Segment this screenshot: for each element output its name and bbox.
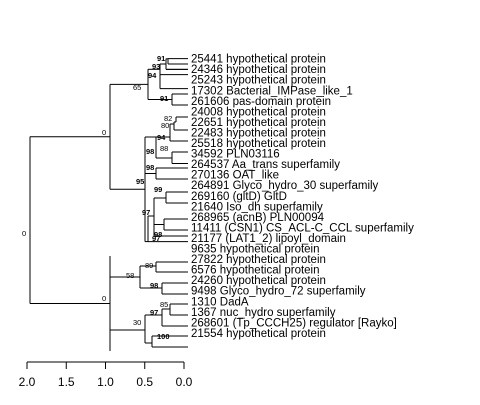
support-82: 82 xyxy=(164,114,172,123)
leaf-label: 24260 hypothetical protein xyxy=(191,275,326,287)
support-80: 80 xyxy=(161,121,169,130)
leaf-label: 22651 hypothetical protein xyxy=(191,117,326,129)
support-clade-b: 0 xyxy=(102,294,106,303)
leaf-label: 24008 hypothetical protein xyxy=(191,106,326,118)
leaf-label: 268601 (Tp_CCCH25) regulator [Rayko] xyxy=(191,317,397,329)
leaf-label: 6576 hypothetical protein xyxy=(191,265,320,277)
support-93: 93 xyxy=(152,62,160,71)
leaf-label: 11411 (CSN1) CS_ACL-C_CCL superfamily xyxy=(191,222,414,234)
leaf-label: 269160 (gltD) GltD xyxy=(191,191,287,203)
support-values: 0 0 65 94 93 91 91 95 98 94 80 82 88 98 … xyxy=(22,54,172,341)
support-65: 65 xyxy=(133,83,141,92)
support-97a: 97 xyxy=(142,208,150,217)
support-97b: 97 xyxy=(152,234,160,243)
support-85: 85 xyxy=(160,300,168,309)
support-99: 99 xyxy=(154,185,162,194)
support-root: 0 xyxy=(22,229,26,238)
leaf-label: 24346 hypothetical protein xyxy=(191,64,326,76)
tick-label-1-0: 1.0 xyxy=(97,375,114,389)
leaf-label: 268965 (acnB) PLN00094 xyxy=(191,212,325,224)
leaf-label: 34592 PLN03116 xyxy=(191,149,280,161)
support-30: 30 xyxy=(133,318,141,327)
distance-axis: 2.0 1.5 1.0 0.5 0.0 xyxy=(19,361,193,389)
support-95: 95 xyxy=(136,177,144,186)
leaf-label: 25441 hypothetical protein xyxy=(191,54,326,66)
support-94b: 94 xyxy=(157,133,166,142)
leaf-label: 1310 DadA xyxy=(191,296,249,308)
support-58: 58 xyxy=(126,271,134,280)
support-91a: 91 xyxy=(157,54,165,63)
leaf-label: 264891 Glyco_hydro_30 superfamily xyxy=(191,180,379,192)
support-98a: 98 xyxy=(146,147,154,156)
leaf-label: 25243 hypothetical protein xyxy=(191,75,326,87)
support-88: 88 xyxy=(160,144,168,153)
leaf-label: 270136 OAT_like xyxy=(191,170,279,182)
leaf-label: 21177 (LAT1_2) lipoyl_domain xyxy=(191,233,346,245)
leaf-label: 261606 pas-domain protein xyxy=(191,96,331,108)
tick-label-1-5: 1.5 xyxy=(58,375,75,389)
leaf-label: 22483 hypothetical protein xyxy=(191,128,326,140)
support-clade-a: 0 xyxy=(102,128,106,137)
support-94a: 94 xyxy=(148,71,157,80)
support-98d: 98 xyxy=(150,281,158,290)
leaf-label: 25518 hypothetical protein xyxy=(191,138,326,150)
tick-label-0-0: 0.0 xyxy=(176,375,193,389)
support-100: 100 xyxy=(157,332,170,341)
tick-label-0-5: 0.5 xyxy=(136,375,153,389)
support-89: 89 xyxy=(145,261,153,270)
leaf-label: 9635 hypothetical protein xyxy=(191,244,320,256)
leaf-label: 1367 nuc_hydro superfamily xyxy=(191,307,336,319)
leaf-label: 27822 hypothetical protein xyxy=(191,254,326,266)
leaf-label: 21554 hypothetical protein xyxy=(191,328,326,340)
leaf-label: 21640 Iso_dh superfamily xyxy=(191,201,323,213)
leaf-label: 17302 Bacterial_IMPase_like_1 xyxy=(191,85,353,97)
tick-label-2-0: 2.0 xyxy=(19,375,36,389)
tree-branches xyxy=(29,58,188,351)
support-97c: 97 xyxy=(150,308,158,317)
support-98c: 98 xyxy=(154,230,162,239)
leaf-label: 9498 Glyco_hydro_72 superfamily xyxy=(191,286,366,298)
support-91b: 91 xyxy=(160,94,168,103)
support-98b: 98 xyxy=(146,163,154,172)
leaf-label: 264537 Aa_trans superfamily xyxy=(191,159,340,171)
